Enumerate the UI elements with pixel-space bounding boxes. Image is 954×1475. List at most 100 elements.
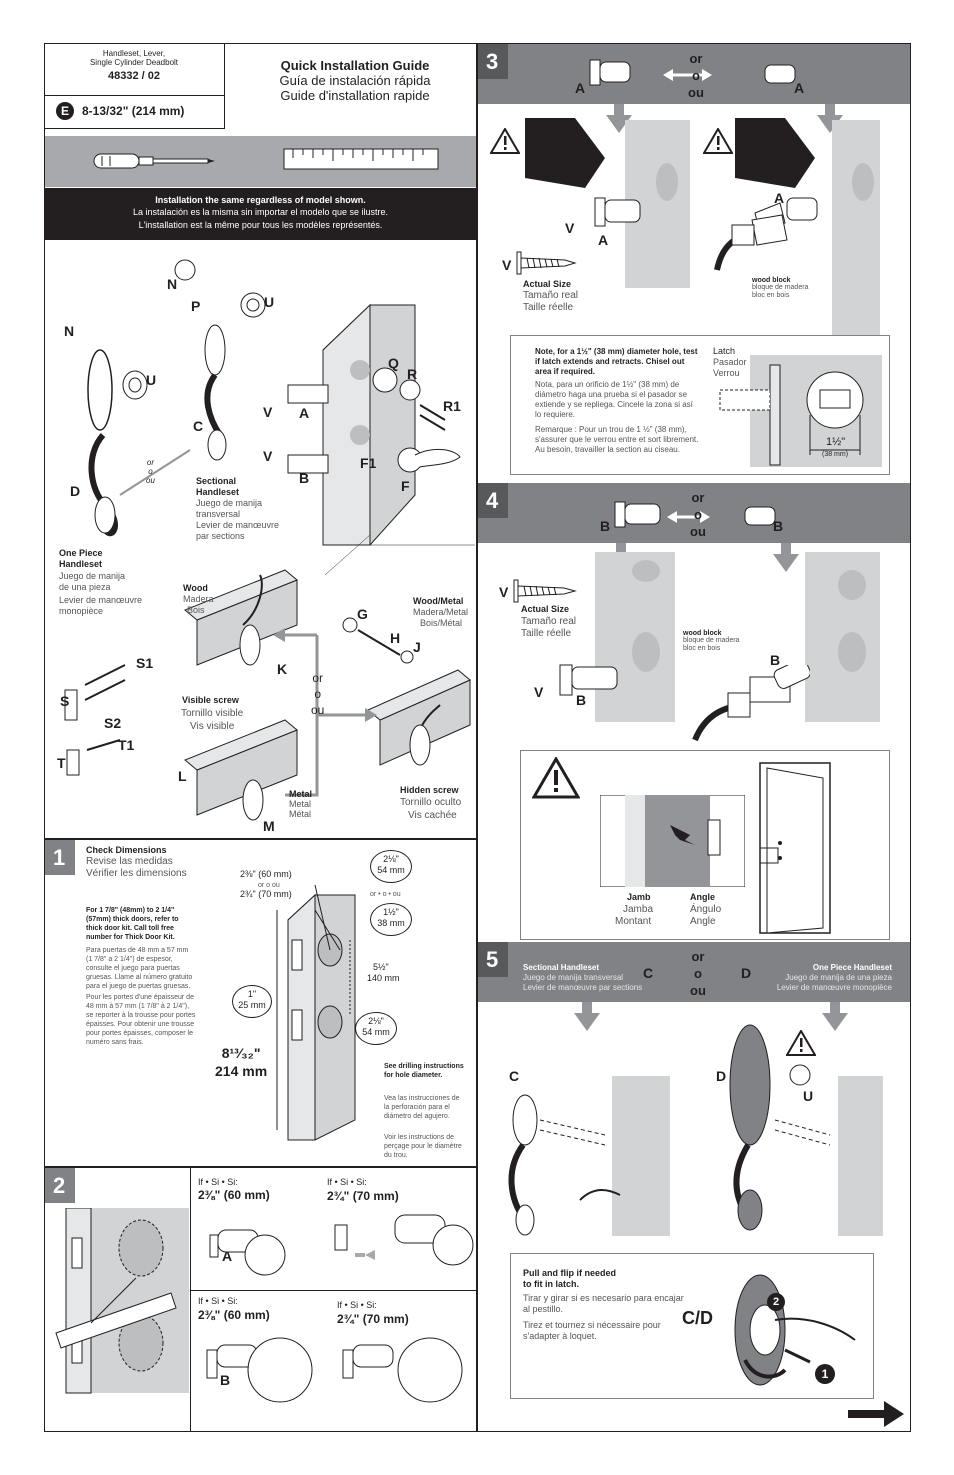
step5-badge: 5: [478, 942, 508, 977]
step3-latch-es: Pasador: [713, 357, 747, 367]
step4-latch-header: [614, 501, 776, 528]
screw-icon: [516, 251, 577, 275]
step2-if4: If • Si • Si:: [337, 1300, 377, 1310]
hole-circle-2: 1½"38 mm: [370, 903, 412, 936]
step5-arrow1-stem: [582, 1002, 592, 1014]
step5-arrow2-icon: [822, 1013, 848, 1031]
label-M: M: [263, 818, 275, 834]
title-es: Guía de instalación rápida: [279, 73, 431, 88]
step4-wood-es: bloque de madera: [683, 637, 740, 644]
label-L: L: [178, 768, 187, 784]
label-H: H: [390, 630, 401, 646]
notice-fr: L'installation est la même pour tous les…: [138, 220, 383, 230]
c2b: 38 mm: [377, 918, 405, 928]
warning-icon: [786, 1030, 816, 1056]
step4-hole-4: [838, 632, 866, 672]
step5-sect-en: Sectional Handleset: [523, 963, 600, 972]
hidden-fr: Vis cachée: [408, 810, 457, 821]
step5-sect-es: Juego de manija transversal: [523, 973, 624, 982]
warning-icon: [490, 128, 520, 154]
backset-size: 8-13/32" (214 mm): [82, 104, 185, 118]
angle-fr: Angle: [690, 916, 716, 927]
pull-en1: Pull and flip if needed: [523, 1268, 617, 1278]
step2-hline: [190, 1290, 476, 1291]
step4-badge: 4: [478, 483, 508, 518]
wood-fr: Bois: [187, 605, 205, 615]
step3-door-edge-2: [832, 120, 880, 335]
step3-hole-1: [656, 163, 678, 201]
step2-number: 2: [53, 1173, 66, 1198]
step4-number: 4: [486, 488, 499, 513]
label-S: S: [60, 693, 70, 709]
step1-badge: 1: [45, 840, 75, 875]
step3-V: V: [502, 257, 512, 273]
wood-en: Wood: [183, 583, 208, 593]
or-b: o: [314, 687, 322, 701]
step4-B2: B: [773, 518, 784, 534]
step3-latch-en: Latch: [713, 346, 736, 356]
visible-fr: Vis visible: [190, 721, 235, 732]
step4-actual-en: Actual Size: [521, 604, 570, 614]
label-F1: F1: [360, 455, 377, 471]
next-page-arrow-icon[interactable]: [846, 1400, 906, 1428]
c1b: 54 mm: [377, 865, 405, 875]
step2-door-diagram: [55, 1208, 189, 1394]
label-T1: T1: [118, 737, 135, 753]
step3-latch-header: [589, 59, 796, 86]
page-border: [44, 43, 911, 1432]
step4-arrow1-stem: [616, 543, 626, 555]
step3-wood-es: bloque de madera: [752, 284, 809, 291]
step4-hole-3: [838, 570, 866, 600]
step5-one-en: One Piece Handleset: [812, 963, 892, 972]
hole-circle-4: 2⅛"54 mm: [355, 1012, 397, 1045]
label-C: C: [193, 418, 204, 434]
size-letter-badge: E: [56, 102, 74, 120]
product-box: Handleset, Lever, Single Cylinder Deadbo…: [44, 43, 225, 96]
step3-or-en: or: [689, 51, 703, 66]
title-en: Quick Installation Guide: [280, 58, 430, 73]
ruler-icon: [283, 148, 439, 170]
product-line2: Single Cylinder Deadbolt: [89, 58, 179, 67]
sectional-en: Sectional Handleset: [196, 476, 240, 497]
or-en: or: [146, 458, 155, 467]
notice-es: La instalación es la misma sin importar …: [132, 207, 389, 217]
step1-title-en: Check Dimensions: [86, 845, 167, 855]
warning-icon: [703, 128, 733, 154]
step5-band: [478, 942, 910, 1002]
screw-icon: [513, 579, 577, 603]
metal-es: Metal: [289, 799, 312, 809]
step3-wood-fr: bloc en bois: [752, 292, 790, 299]
step4-B4: B: [770, 652, 781, 668]
step4-or-fr: ou: [690, 524, 706, 539]
metal-en: Metal: [289, 789, 313, 799]
hole-circle-3: 1"25 mm: [232, 985, 272, 1018]
visible-en: Visible screw: [182, 695, 239, 705]
step4-or-en: or: [691, 490, 705, 505]
step1-backset-or: or o ou: [258, 882, 280, 889]
step5-U: U: [803, 1088, 814, 1104]
label-S2: S2: [104, 715, 122, 731]
step2-label-B: B: [220, 1372, 231, 1388]
step3-wood-en: wood block: [752, 277, 791, 284]
c3b: 25 mm: [238, 1000, 266, 1010]
step1-thick-en: For 1 7/8" (48mm) to 2 1/4" (57mm) thick…: [86, 907, 179, 941]
step2-v3: 2⅜" (60 mm): [198, 1308, 270, 1322]
label-D: D: [70, 483, 81, 499]
step4-V: V: [499, 584, 509, 600]
drill-fr: Voir les instructions de perçage pour le…: [384, 1134, 462, 1159]
step4-actual-es: Tamaño real: [521, 616, 577, 627]
step4-hole-1: [632, 560, 660, 582]
step4-latch-install: [559, 664, 618, 696]
c4b: 54 mm: [362, 1027, 390, 1037]
product-line1: Handleset, Lever,: [102, 49, 166, 58]
wood-es: Madera: [183, 594, 214, 604]
spacing-b: 140 mm: [367, 973, 400, 983]
size-b: 214 mm: [215, 1063, 268, 1079]
step5-one-es: Juego de manija de una pieza: [785, 973, 892, 982]
callout-1-badge: 1: [815, 1364, 835, 1384]
step2-v1: 2⅜" (60 mm): [198, 1188, 270, 1202]
step3-note-box: [510, 335, 890, 475]
label-B: B: [299, 470, 310, 486]
